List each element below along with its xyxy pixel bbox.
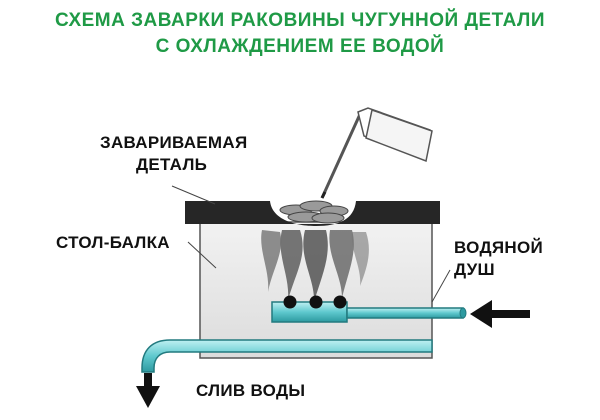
water-in-arrow [470, 300, 530, 328]
water-shower-manifold [271, 295, 467, 323]
part-leader-line [171, 185, 216, 205]
drain-arrow [136, 373, 160, 408]
electrode [320, 107, 433, 199]
beam-leader-line [187, 241, 217, 269]
heat-plumes [261, 230, 369, 302]
drain-pipe [141, 339, 433, 373]
weld-bead [279, 200, 349, 224]
label-water-shower: ВОДЯНОЙ ДУШ [454, 237, 543, 281]
label-drain: СЛИВ ВОДЫ [196, 381, 306, 400]
label-welded-part-line-1: ЗАВАРИВАЕМАЯ [100, 133, 248, 152]
diagram-title-line-1: СХЕМА ЗАВАРКИ РАКОВИНЫ ЧУГУННОЙ ДЕТАЛИ [54, 10, 546, 31]
label-water-shower-line-2: ДУШ [454, 260, 495, 279]
diagram-title-line-2: С ОХЛАЖДЕНИЕМ ЕЕ ВОДОЙ [155, 36, 445, 57]
label-water-shower-line-1: ВОДЯНОЙ [454, 238, 544, 257]
shower-leader-line [431, 269, 451, 303]
label-welded-part-line-2: ДЕТАЛЬ [136, 155, 208, 174]
label-welded-part: ЗАВАРИВАЕМАЯ ДЕТАЛЬ [100, 132, 248, 176]
label-table-beam: СТОЛ-БАЛКА [56, 233, 170, 252]
welded-part [185, 201, 440, 226]
